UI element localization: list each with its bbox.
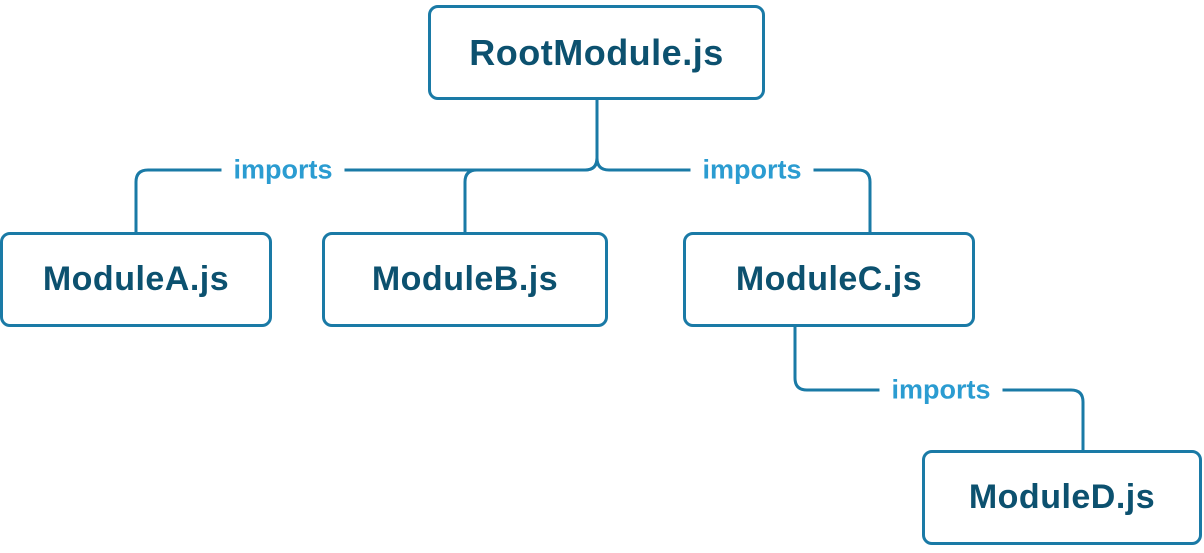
- node-moduleD: ModuleD.js: [922, 450, 1202, 545]
- node-moduleC-label: ModuleC.js: [735, 260, 923, 298]
- node-moduleB-label: ModuleB.js: [371, 260, 559, 298]
- edge-root-to-moduleA: [134, 98, 599, 234]
- node-moduleC: ModuleC.js: [683, 232, 975, 327]
- node-moduleD-label: ModuleD.js: [968, 478, 1156, 516]
- node-rootmodule: RootModule.js: [428, 5, 765, 100]
- edge-root-to-moduleB: [463, 98, 599, 234]
- node-moduleB: ModuleB.js: [322, 232, 608, 327]
- edge-label-moduleC-moduleD: imports: [879, 374, 1003, 406]
- node-moduleA: ModuleA.js: [0, 232, 272, 327]
- node-rootmodule-label: RootModule.js: [469, 31, 724, 73]
- node-moduleA-label: ModuleA.js: [42, 260, 230, 298]
- edge-label-root-moduleC: imports: [690, 154, 814, 186]
- edge-label-root-moduleA: imports: [221, 154, 345, 186]
